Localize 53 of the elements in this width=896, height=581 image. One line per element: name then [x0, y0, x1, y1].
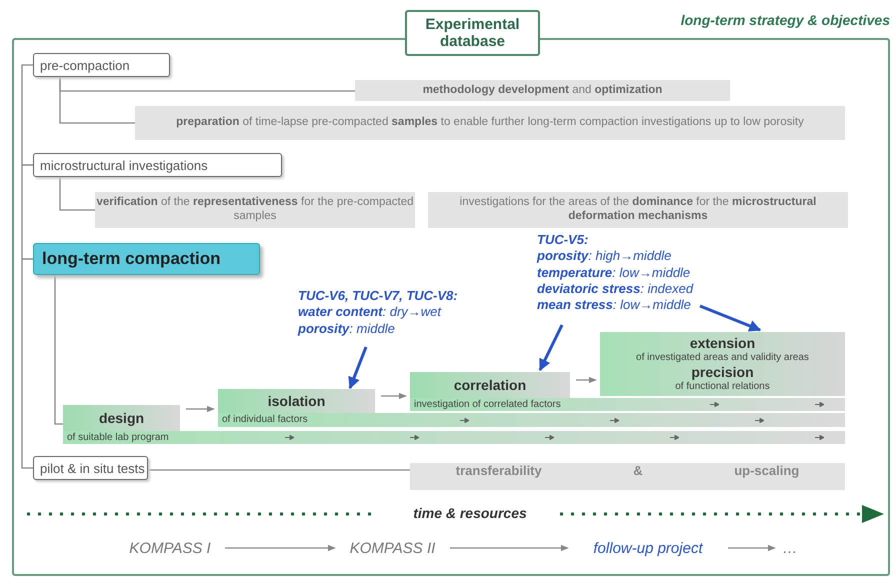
test-ids: TUC-V6, TUC-V7, TUC-V8: [298, 288, 459, 304]
parameter-line: porosity: high→middle [537, 248, 672, 264]
phase-description: of individual factors [222, 414, 308, 425]
arrow [225, 544, 336, 552]
strategy-caption: long-term strategy & objectives [680, 12, 890, 28]
project-label: follow-up project [568, 536, 728, 560]
arrow [538, 324, 564, 372]
parameter-line: porosity: middle [298, 320, 396, 337]
connector-line [21, 164, 33, 260]
activity-bar: verification of the representativeness for the pre-compacted samples [95, 192, 415, 228]
category-box: pilot & in situ tests [33, 456, 148, 480]
activity-label: & [633, 463, 643, 480]
category-box: long-term compaction [33, 243, 260, 275]
test-ids: TUC-V5: [537, 232, 590, 248]
arrow [699, 304, 762, 332]
activity-label: up-scaling [734, 463, 800, 480]
arrow [381, 392, 407, 400]
connector-line [59, 177, 95, 211]
arrow [348, 346, 368, 390]
connector-line [21, 64, 33, 166]
phase-box: design [63, 405, 180, 431]
phase-description: of functional relations [675, 380, 770, 393]
parameter-line: deviatoric stress: indexed [537, 280, 694, 297]
phase-title: extension [690, 335, 756, 351]
activity-label: transferability [456, 463, 542, 480]
connector-line [21, 258, 33, 469]
phase-description: of investigated areas and validity areas [636, 351, 809, 364]
activity-bar [410, 463, 845, 490]
connector-line [54, 275, 63, 425]
arrow [576, 376, 597, 384]
arrow [186, 406, 215, 412]
phase-box: isolation [218, 389, 375, 413]
parameter-line: mean stress: low→middle [537, 297, 692, 314]
phase-title: precision [691, 364, 754, 380]
connector-line [148, 469, 410, 471]
database-label: Experimental database [405, 10, 540, 56]
parameter-line: water content: dry→wet [298, 304, 442, 320]
phase-box [600, 332, 845, 396]
project-label: KOMPASS I [115, 536, 225, 560]
project-label: … [775, 536, 805, 560]
activity-bar: investigations for the areas of the dominance for the microstructural deformation mechanisms [428, 192, 848, 228]
project-label: KOMPASS II [335, 536, 450, 560]
category-box: microstructural investigations [33, 153, 282, 177]
phase-box: correlation [410, 372, 570, 398]
arrow [450, 544, 569, 552]
category-box: pre-compaction [33, 53, 170, 77]
connector-line [59, 77, 135, 124]
parameter-line: temperature: low→middle [537, 264, 692, 281]
arrow [728, 544, 776, 552]
phase-description: of suitable lab program [67, 432, 169, 443]
phase-description: investigation of correlated factors [414, 399, 561, 410]
activity-bar: methodology development and optimization [355, 80, 730, 101]
activity-bar: preparation of time-lapse pre-compacted samples to enable further long-term compaction investigations up to low porosity [135, 106, 845, 140]
